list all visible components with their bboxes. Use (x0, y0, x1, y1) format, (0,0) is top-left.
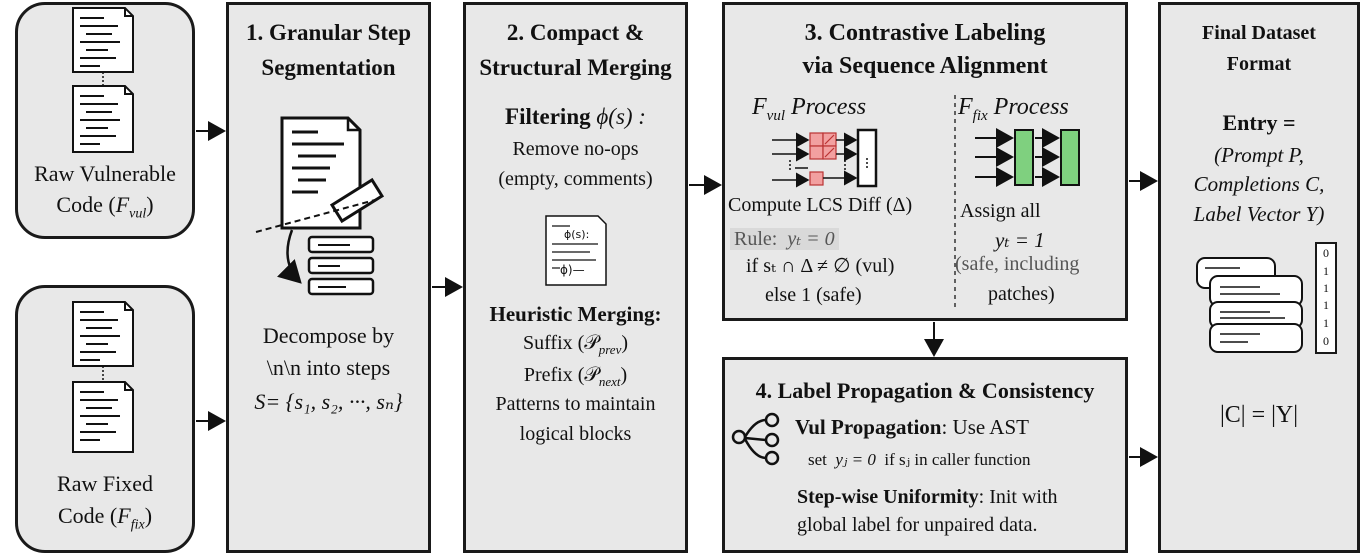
lcs-cell (809, 132, 824, 147)
label-vector-value: 1 (1323, 298, 1329, 312)
step3-title-line2: via Sequence Alignment (802, 53, 1048, 79)
document-icon (72, 85, 134, 153)
step2-filter-line1: Remove no-ops (512, 138, 639, 160)
label-vector-value: 0 (1323, 246, 1329, 260)
step3-compute-lcs: Compute LCS Diff (Δ) (728, 194, 913, 216)
step2-merge-line3: Patterns to maintain (495, 393, 656, 415)
raw-fixed-label-line1: Raw Fixed (57, 471, 153, 496)
final-title-line2: Format (1226, 53, 1292, 75)
step3-rule-if: if sₜ ∩ Δ ≠ ∅ (vul) (746, 255, 895, 277)
step4-stepwise-line2: global label for unpaired data. (797, 514, 1038, 536)
lcs-cell (809, 171, 824, 186)
step3-rule-else: else 1 (safe) (765, 284, 862, 306)
step2-merge-suffix: Suffix (𝒫prev) (522, 332, 629, 357)
step3-assign-eq: yₜ = 1 (995, 228, 1045, 252)
step1-title-line1: 1. Granular Step (245, 20, 412, 45)
lcs-cell (809, 145, 824, 160)
label-vector-value: 1 (1323, 281, 1329, 295)
label-vector-value: 1 (1323, 316, 1329, 330)
final-item-completions: Completions C, (1193, 172, 1325, 196)
step3-assign-line4: patches) (988, 283, 1055, 305)
final-entry: Entry = (1222, 110, 1296, 135)
step3-title-line1: 3. Contrastive Labeling (804, 20, 1046, 46)
step1-desc-line1: Decompose by (262, 323, 395, 348)
final-item-prompt: (Prompt P, (1214, 143, 1304, 167)
step3-fix-process-label: Ffix Process (958, 94, 1069, 124)
tree-icon (731, 412, 780, 466)
fix-process-graphic (975, 128, 1080, 187)
step4-vul-propagation: Vul Propagation: Use AST (795, 415, 1029, 439)
step1-title-line2: Segmentation (261, 55, 396, 80)
dataset-cards-icon (1196, 257, 1303, 353)
step3-rule: Rule: yₜ = 0 (730, 226, 839, 251)
final-title-line1: Final Dataset (1202, 22, 1316, 44)
document-icon (72, 301, 134, 367)
step3-assign-line3: (safe, including (955, 253, 1080, 275)
step4-title: 4. Label Propagation & Consistency (755, 378, 1095, 403)
label-vector-value: 0 (1323, 334, 1329, 348)
label-vector: 0 1 1 1 1 0 (1315, 242, 1337, 354)
step1-formula: S= {s₁, s₂, ···, sₙ} (254, 389, 403, 414)
vul-process-graphic (772, 128, 878, 188)
step2-title-line2: Structural Merging (479, 55, 672, 80)
raw-fixed-label-line2: Code (Ffix) (57, 503, 153, 533)
doc-phi-bottom: ϕ)— (560, 263, 585, 277)
step4-vul-propagation-line2: set yⱼ = 0 if sⱼ in caller function (808, 450, 1031, 469)
step2-merge-heading: Heuristic Merging: (489, 302, 662, 326)
raw-vulnerable-label-line2: Code (Fvul) (56, 192, 154, 222)
document-icon (72, 381, 134, 453)
step2-panel (463, 2, 688, 553)
step2-filter-line2: (empty, comments) (498, 168, 653, 190)
doc-phi-top: ϕ(s): (564, 228, 589, 241)
step3-vul-process-label: Fvul Process (752, 94, 867, 124)
final-equation: |C| = |Y| (1219, 402, 1299, 428)
step2-merge-prefix: Prefix (𝒫next) (523, 364, 628, 389)
step4-stepwise-uniformity: Step-wise Uniformity: Init with (797, 486, 1058, 508)
step1-desc-line2: \n\n into steps (266, 355, 391, 380)
document-icon (72, 7, 134, 73)
step2-title-line1: 2. Compact & (506, 20, 645, 45)
raw-vulnerable-label-line1: Raw Vulnerable (34, 161, 176, 186)
step4-panel (722, 357, 1128, 553)
step1-panel (226, 2, 431, 553)
step2-merge-line4: logical blocks (519, 423, 632, 445)
segmentation-icon (255, 116, 385, 296)
step3-assign-line1: Assign all (960, 200, 1041, 222)
step2-filter-heading: Filtering ϕ(s) : (505, 104, 646, 129)
filter-document-icon: ϕ(s): ϕ)— (545, 215, 607, 286)
final-item-labels: Label Vector Y) (1193, 202, 1325, 226)
label-vector-value: 1 (1323, 264, 1329, 278)
